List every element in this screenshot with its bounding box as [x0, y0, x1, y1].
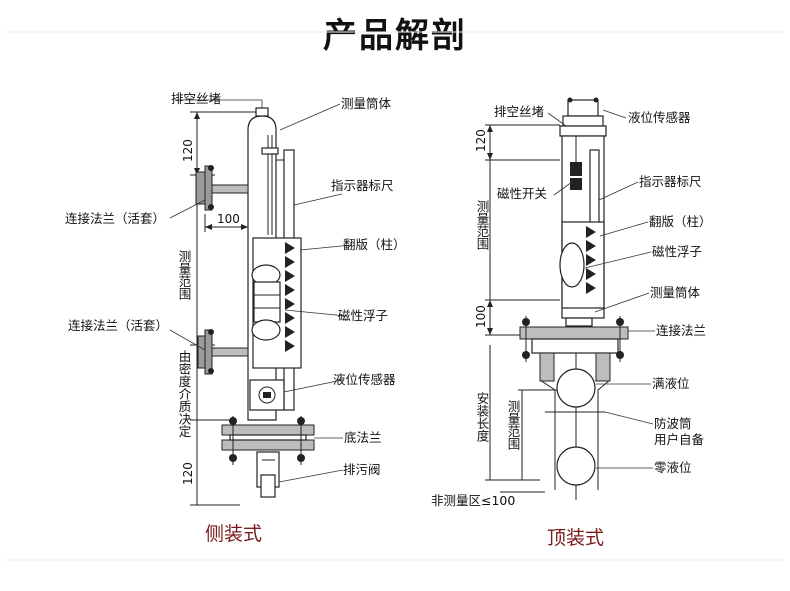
side-dim-top: 120: [181, 139, 195, 162]
top-mounted-diagram: 排空丝堵 液位传感器 指示器标尺 磁性开关 翻版（柱） 磁性浮子 测量筒体 连接…: [431, 97, 712, 549]
side-label-indicator-scale: 指示器标尺: [331, 178, 394, 193]
top-label-drain-plug: 排空丝堵: [494, 104, 544, 119]
top-label-zero-level: 零液位: [654, 460, 692, 475]
top-label-connection-flange: 连接法兰: [656, 323, 706, 338]
top-label-full-level: 满液位: [652, 376, 690, 391]
top-dim-mid: 100: [474, 305, 488, 328]
top-label-flip-column: 翻版（柱）: [649, 214, 712, 229]
side-label-level-sensor: 液位传感器: [333, 372, 396, 387]
page-title: 产品解剖: [323, 16, 467, 56]
side-dim-bottom: 120: [181, 462, 195, 485]
top-caption: 顶装式: [547, 527, 604, 549]
top-label-level-sensor: 液位传感器: [628, 110, 691, 125]
side-label-drain-valve: 排污阀: [343, 462, 381, 477]
side-caption: 侧装式: [205, 523, 262, 545]
top-label-measuring-tube: 测量筒体: [650, 285, 701, 300]
top-label-magnetic-switch: 磁性开关: [497, 186, 547, 201]
side-label-flip-column: 翻版（柱）: [343, 237, 406, 252]
side-dim-width: 100: [217, 212, 240, 226]
side-label-bottom-flange: 底法兰: [344, 430, 382, 445]
top-label-non-measuring: 非测量区≤100: [431, 493, 515, 508]
side-label-magnetic-float: 磁性浮子: [338, 308, 388, 323]
side-label-flange-top: 连接法兰（活套）: [65, 211, 165, 226]
top-dim-top: 120: [474, 129, 488, 152]
top-label-install-length: 安装长度: [475, 391, 490, 442]
top-flip-column-markers: [586, 226, 596, 294]
side-label-measuring-tube: 测量筒体: [341, 96, 392, 111]
flip-column-markers: [285, 242, 295, 352]
side-label-flange-bottom: 连接法兰（活套）: [68, 318, 168, 333]
top-label-indicator-scale: 指示器标尺: [639, 174, 702, 189]
top-label-measuring-range-lower: 测量范围: [506, 400, 521, 450]
top-label-magnetic-float: 磁性浮子: [652, 244, 702, 259]
side-mounted-diagram: 排空丝堵 测量筒体 指示器标尺 翻版（柱） 磁性浮子 连接法兰（活套） 连接法兰…: [65, 91, 406, 545]
top-label-wave-guard: 防波筒: [654, 416, 692, 431]
side-label-drain-plug: 排空丝堵: [171, 91, 221, 106]
top-label-measuring-range: 测量范围: [475, 200, 490, 250]
side-label-density-note: 由密度介质决定: [177, 350, 192, 438]
side-label-measuring-range: 测量范围: [177, 250, 192, 300]
top-label-user-supplied: 用户自备: [654, 432, 705, 447]
